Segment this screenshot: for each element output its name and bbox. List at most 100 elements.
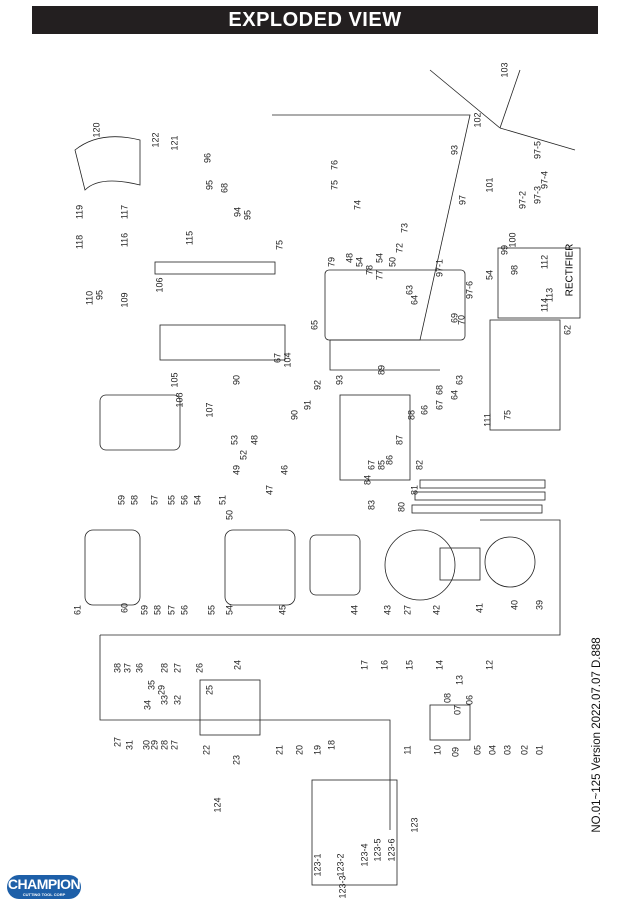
- part-number-label: 01: [534, 744, 545, 756]
- assembly-outline: [272, 114, 471, 371]
- part-number-label: 58: [129, 494, 140, 506]
- part-number-label: 80: [396, 501, 407, 513]
- part-number-label: 97-2: [517, 190, 528, 210]
- part-number-label: 70: [456, 314, 467, 326]
- part-number-label: 54: [374, 252, 385, 264]
- part-number-label: 111: [482, 413, 493, 427]
- part-number-label: 81: [409, 484, 420, 496]
- part-number-label: 36: [134, 662, 145, 674]
- part-number-label: 68: [219, 182, 230, 194]
- part-number-label: 26: [194, 662, 205, 674]
- part-number-label: 75: [274, 239, 285, 251]
- part-number-label: 97: [457, 194, 468, 206]
- part-number-label: 89: [376, 364, 387, 376]
- part-gearbox-25: [199, 679, 261, 736]
- part-number-label: 57: [149, 494, 160, 506]
- part-number-label: 51: [217, 494, 228, 506]
- part-number-label: 67: [272, 352, 283, 364]
- part-housing-60: [84, 529, 141, 606]
- part-number-label: 108: [174, 392, 185, 408]
- part-number-label: 123-4: [359, 843, 370, 867]
- part-number-label: 48: [344, 252, 355, 264]
- part-number-label: 97-6: [464, 280, 475, 300]
- part-number-label: 110: [84, 290, 95, 306]
- part-number-label: 99: [499, 244, 510, 256]
- part-number-label: 55: [206, 604, 217, 616]
- part-number-label: 97-3: [532, 185, 543, 205]
- part-number-label: 124: [212, 797, 223, 813]
- part-number-label: 23: [231, 754, 242, 766]
- part-number-label: 75: [502, 409, 513, 421]
- part-number-label: 123-5: [372, 838, 383, 862]
- part-number-label: 06: [464, 694, 475, 706]
- part-number-label: 118: [74, 234, 85, 250]
- part-number-label: 116: [119, 232, 130, 248]
- part-number-label: 59: [116, 494, 127, 506]
- part-number-label: 04: [487, 744, 498, 756]
- part-number-label: 48: [249, 434, 260, 446]
- part-number-label: 34: [142, 699, 153, 711]
- version-text: NO.01~125 Version 2022.07.07 D.888: [591, 637, 603, 833]
- part-number-label: 10: [432, 744, 443, 756]
- part-number-label: 73: [399, 222, 410, 234]
- part-number-label: 54: [192, 494, 203, 506]
- part-number-label: 74: [352, 199, 363, 211]
- part-slide-105: [159, 324, 286, 361]
- part-number-label: 88: [406, 409, 417, 421]
- part-spindle-09: [429, 704, 471, 741]
- part-number-label: 09: [450, 746, 461, 758]
- part-number-label: 21: [274, 744, 285, 756]
- part-number-label: 114: [539, 297, 550, 313]
- page-title: EXPLODED VIEW: [32, 6, 598, 34]
- part-number-label: 56: [179, 604, 190, 616]
- part-number-label: 15: [404, 659, 415, 671]
- part-number-label: 90: [289, 409, 300, 421]
- part-number-label: 97-5: [532, 140, 543, 160]
- part-number-label: 98: [509, 264, 520, 276]
- part-number-label: 41: [474, 602, 485, 614]
- part-strip-82: [419, 479, 546, 489]
- rectifier-label: RECTIFIER: [564, 243, 576, 297]
- part-strip-80: [411, 504, 543, 514]
- part-number-label: 31: [124, 739, 135, 751]
- part-number-label: 120: [91, 122, 102, 138]
- part-number-label: 25: [204, 684, 215, 696]
- part-number-label: 47: [264, 484, 275, 496]
- part-number-label: 08: [442, 692, 453, 704]
- part-number-label: 29: [156, 684, 167, 696]
- part-number-label: 54: [354, 256, 365, 268]
- part-number-label: 17: [359, 659, 370, 671]
- part-number-label: 52: [238, 449, 249, 461]
- part-number-label: 55: [166, 494, 177, 506]
- part-number-label: 67: [366, 459, 377, 471]
- part-base-65: [324, 269, 466, 341]
- part-number-label: 67: [434, 399, 445, 411]
- part-number-label: 109: [119, 292, 130, 308]
- part-number-label: 65: [309, 319, 320, 331]
- part-number-label: 50: [224, 509, 235, 521]
- part-number-label: 64: [409, 294, 420, 306]
- part-number-label: 117: [119, 204, 130, 220]
- part-number-label: 96: [202, 152, 213, 164]
- part-number-label: 105: [169, 372, 180, 388]
- part-number-label: 103: [499, 62, 510, 78]
- part-number-label: 92: [312, 379, 323, 391]
- part-number-label: 20: [294, 744, 305, 756]
- part-number-label: 28: [159, 662, 170, 674]
- part-number-label: 38: [112, 662, 123, 674]
- part-number-label: 95: [242, 209, 253, 221]
- spindle-outline: [99, 635, 391, 830]
- assembly-outline-lower: [100, 519, 561, 636]
- part-number-label: 95: [94, 289, 105, 301]
- part-strip-81: [414, 491, 546, 501]
- part-number-label: 56: [179, 494, 190, 506]
- part-armature-41: [439, 547, 481, 581]
- part-number-label: 75: [329, 179, 340, 191]
- part-box-123: [311, 779, 398, 886]
- part-number-label: 123: [409, 817, 420, 833]
- part-number-label: 61: [72, 604, 83, 616]
- part-number-label: 72: [394, 242, 405, 254]
- part-number-label: 02: [519, 744, 530, 756]
